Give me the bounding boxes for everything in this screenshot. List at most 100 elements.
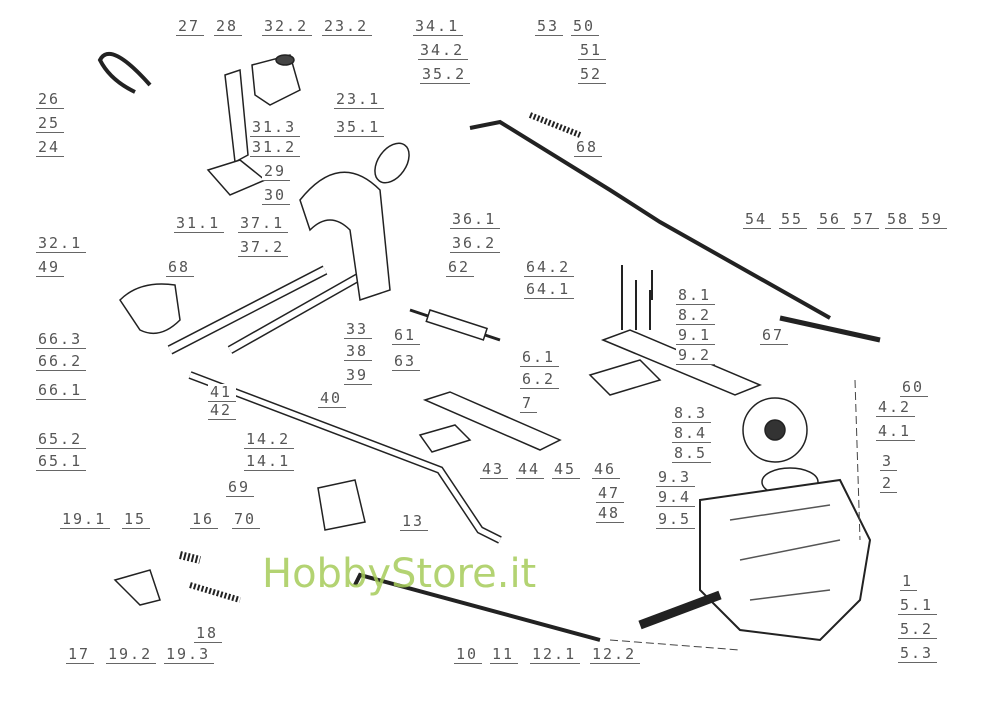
callout-5-2[interactable]: 5.2 [898, 621, 938, 639]
callout-50[interactable]: 50 [571, 18, 600, 36]
callout-34-1[interactable]: 34.1 [413, 18, 464, 36]
callout-36-2[interactable]: 36.2 [450, 235, 501, 253]
callout-41[interactable]: 41 [208, 384, 237, 402]
callout-23-2[interactable]: 23.2 [322, 18, 373, 36]
callout-68[interactable]: 68 [574, 139, 603, 157]
callout-32-2[interactable]: 32.2 [262, 18, 313, 36]
callout-61[interactable]: 61 [392, 327, 421, 345]
callout-16[interactable]: 16 [190, 511, 219, 529]
callout-8-5[interactable]: 8.5 [672, 445, 712, 463]
callout-28[interactable]: 28 [214, 18, 243, 36]
pedal-49 [119, 283, 181, 335]
callout-48[interactable]: 48 [596, 505, 625, 523]
callout-9-4[interactable]: 9.4 [656, 489, 696, 507]
callout-8-1[interactable]: 8.1 [676, 287, 716, 305]
callout-24[interactable]: 24 [36, 139, 65, 157]
callout-12-2[interactable]: 12.2 [590, 646, 641, 664]
callout-62[interactable]: 62 [446, 259, 475, 277]
callout-15[interactable]: 15 [122, 511, 151, 529]
callout-39[interactable]: 39 [344, 367, 373, 385]
callout-35-2[interactable]: 35.2 [420, 66, 471, 84]
callout-37-1[interactable]: 37.1 [238, 215, 289, 233]
callout-9-3[interactable]: 9.3 [656, 469, 696, 487]
callout-66-1[interactable]: 66.1 [36, 382, 87, 400]
callout-55[interactable]: 55 [779, 211, 808, 229]
callout-68[interactable]: 68 [166, 259, 195, 277]
shift-rod [469, 119, 831, 320]
callout-7[interactable]: 7 [520, 395, 538, 413]
callout-51[interactable]: 51 [578, 42, 607, 60]
callout-8-4[interactable]: 8.4 [672, 425, 712, 443]
callout-6-1[interactable]: 6.1 [520, 349, 560, 367]
callout-52[interactable]: 52 [578, 66, 607, 84]
callout-44[interactable]: 44 [516, 461, 545, 479]
callout-35-1[interactable]: 35.1 [334, 119, 385, 137]
callout-25[interactable]: 25 [36, 115, 65, 133]
callout-42[interactable]: 42 [208, 402, 237, 420]
callout-2[interactable]: 2 [880, 475, 898, 493]
callout-30[interactable]: 30 [262, 187, 291, 205]
callout-9-2[interactable]: 9.2 [676, 347, 716, 365]
callout-65-1[interactable]: 65.1 [36, 453, 87, 471]
callout-4-1[interactable]: 4.1 [876, 423, 916, 441]
callout-49[interactable]: 49 [36, 259, 65, 277]
callout-67[interactable]: 67 [760, 327, 789, 345]
callout-57[interactable]: 57 [851, 211, 880, 229]
callout-11[interactable]: 11 [490, 646, 519, 664]
callout-4-2[interactable]: 4.2 [876, 399, 916, 417]
callout-43[interactable]: 43 [480, 461, 509, 479]
callout-66-2[interactable]: 66.2 [36, 353, 87, 371]
pedal-pad [374, 142, 410, 184]
callout-18[interactable]: 18 [194, 625, 223, 643]
callout-13[interactable]: 13 [400, 513, 429, 531]
callout-69[interactable]: 69 [226, 479, 255, 497]
callout-64-2[interactable]: 64.2 [524, 259, 575, 277]
callout-46[interactable]: 46 [592, 461, 621, 479]
callout-64-1[interactable]: 64.1 [524, 281, 575, 299]
callout-59[interactable]: 59 [919, 211, 948, 229]
callout-5-1[interactable]: 5.1 [898, 597, 938, 615]
callout-9-5[interactable]: 9.5 [656, 511, 696, 529]
callout-19-1[interactable]: 19.1 [60, 511, 111, 529]
callout-40[interactable]: 40 [318, 390, 347, 408]
callout-19-3[interactable]: 19.3 [164, 646, 215, 664]
callout-8-3[interactable]: 8.3 [672, 405, 712, 423]
callout-31-3[interactable]: 31.3 [250, 119, 301, 137]
callout-3[interactable]: 3 [880, 453, 898, 471]
callout-31-2[interactable]: 31.2 [250, 139, 301, 157]
callout-66-3[interactable]: 66.3 [36, 331, 87, 349]
callout-27[interactable]: 27 [176, 18, 205, 36]
callout-12-1[interactable]: 12.1 [530, 646, 581, 664]
callout-6-2[interactable]: 6.2 [520, 371, 560, 389]
callout-54[interactable]: 54 [743, 211, 772, 229]
callout-70[interactable]: 70 [232, 511, 261, 529]
callout-60[interactable]: 60 [900, 379, 929, 397]
callout-32-1[interactable]: 32.1 [36, 235, 87, 253]
callout-38[interactable]: 38 [344, 343, 373, 361]
callout-26[interactable]: 26 [36, 91, 65, 109]
callout-36-1[interactable]: 36.1 [450, 211, 501, 229]
callout-34-2[interactable]: 34.2 [418, 42, 469, 60]
callout-63[interactable]: 63 [392, 353, 421, 371]
callout-37-2[interactable]: 37.2 [238, 239, 289, 257]
callout-17[interactable]: 17 [66, 646, 95, 664]
callout-23-1[interactable]: 23.1 [334, 91, 385, 109]
callout-1[interactable]: 1 [900, 573, 918, 591]
callout-56[interactable]: 56 [817, 211, 846, 229]
callout-14-2[interactable]: 14.2 [244, 431, 295, 449]
callout-47[interactable]: 47 [596, 485, 625, 503]
callout-31-1[interactable]: 31.1 [174, 215, 225, 233]
callout-45[interactable]: 45 [552, 461, 581, 479]
callout-19-2[interactable]: 19.2 [106, 646, 157, 664]
callout-9-1[interactable]: 9.1 [676, 327, 716, 345]
callout-58[interactable]: 58 [885, 211, 914, 229]
callout-5-3[interactable]: 5.3 [898, 645, 938, 663]
callout-29[interactable]: 29 [262, 163, 291, 181]
callout-53[interactable]: 53 [535, 18, 564, 36]
callout-10[interactable]: 10 [454, 646, 483, 664]
callout-33[interactable]: 33 [344, 321, 373, 339]
callout-8-2[interactable]: 8.2 [676, 307, 716, 325]
callout-65-2[interactable]: 65.2 [36, 431, 87, 449]
callout-14-1[interactable]: 14.1 [244, 453, 295, 471]
